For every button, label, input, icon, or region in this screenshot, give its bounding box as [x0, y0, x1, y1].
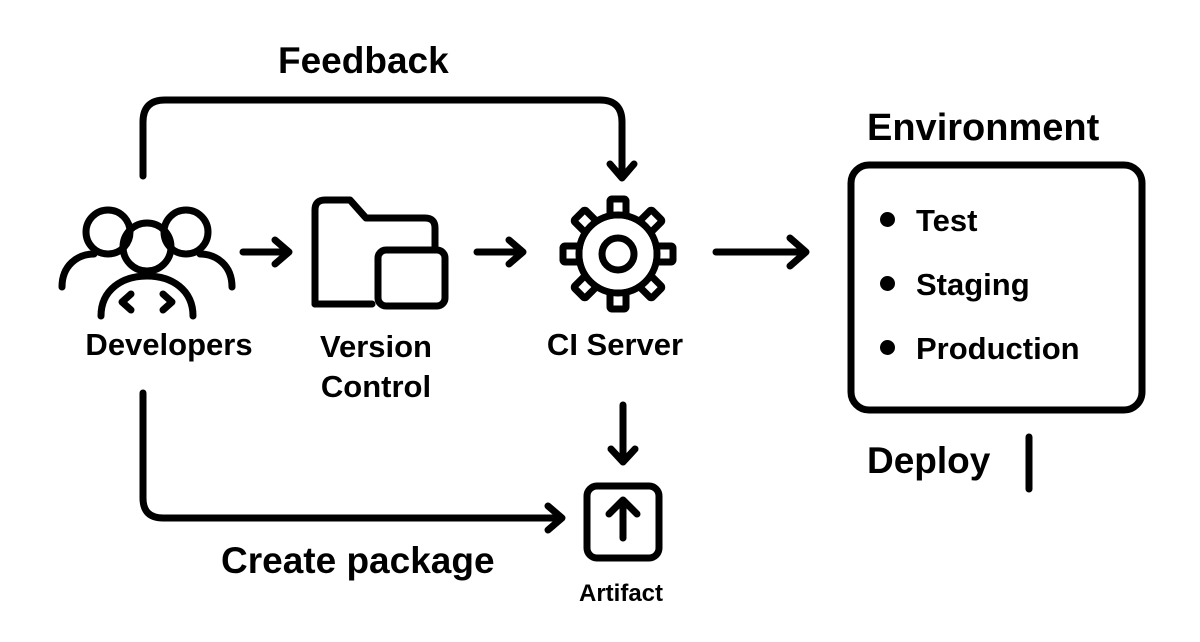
arrow-vc-to-ci [473, 236, 527, 268]
environment-item-label: Test [916, 203, 978, 238]
environment-item-label: Staging [916, 267, 1030, 302]
create-package-label: Create package [221, 540, 495, 581]
environment-item-test: Test [880, 203, 977, 239]
version-control-label-line1: Version [320, 329, 432, 364]
arrow-ci-to-artifact [607, 401, 639, 466]
create-package-arrow [139, 389, 566, 534]
environment-item-production: Production [880, 331, 1080, 367]
bullet-icon [880, 340, 895, 356]
feedback-arrow [139, 96, 638, 182]
bullet-icon [880, 212, 895, 228]
arrow-developers-to-vc [239, 236, 293, 268]
ci-server-label: CI Server [546, 327, 684, 362]
developers-label: Developers [85, 327, 253, 362]
arrow-ci-to-environment [712, 234, 810, 270]
bullet-icon [880, 276, 895, 292]
version-control-label: Version Control [320, 327, 432, 407]
developers-icon [58, 206, 236, 320]
environment-title: Environment [867, 107, 1100, 149]
deploy-label: Deploy [867, 440, 991, 481]
artifact-icon [583, 482, 663, 562]
feedback-label: Feedback [278, 40, 449, 81]
folder-icon [311, 196, 449, 310]
environment-box [847, 161, 1146, 414]
environment-item-label: Production [916, 331, 1080, 366]
artifact-label: Artifact [578, 580, 664, 607]
version-control-label-line2: Control [320, 369, 432, 404]
environment-item-staging: Staging [880, 267, 1030, 303]
